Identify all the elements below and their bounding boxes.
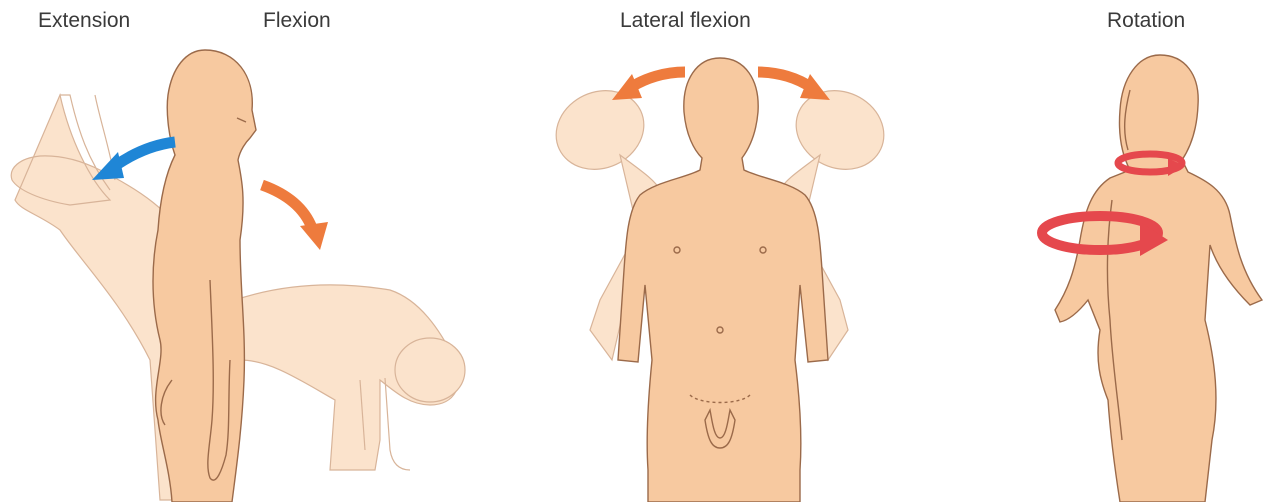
rotation-body bbox=[1055, 55, 1262, 502]
standing-body bbox=[153, 50, 256, 502]
flexion-ghost-body bbox=[235, 285, 465, 470]
lateral-left-arrow bbox=[612, 72, 685, 100]
flexion-arrow bbox=[262, 185, 328, 250]
extension-arrow bbox=[92, 142, 175, 180]
extension-flexion-figure bbox=[11, 50, 465, 502]
lateral-right-arrow bbox=[758, 72, 830, 100]
rotation-figure bbox=[1055, 55, 1262, 502]
lateral-flexion-figure bbox=[543, 58, 897, 502]
